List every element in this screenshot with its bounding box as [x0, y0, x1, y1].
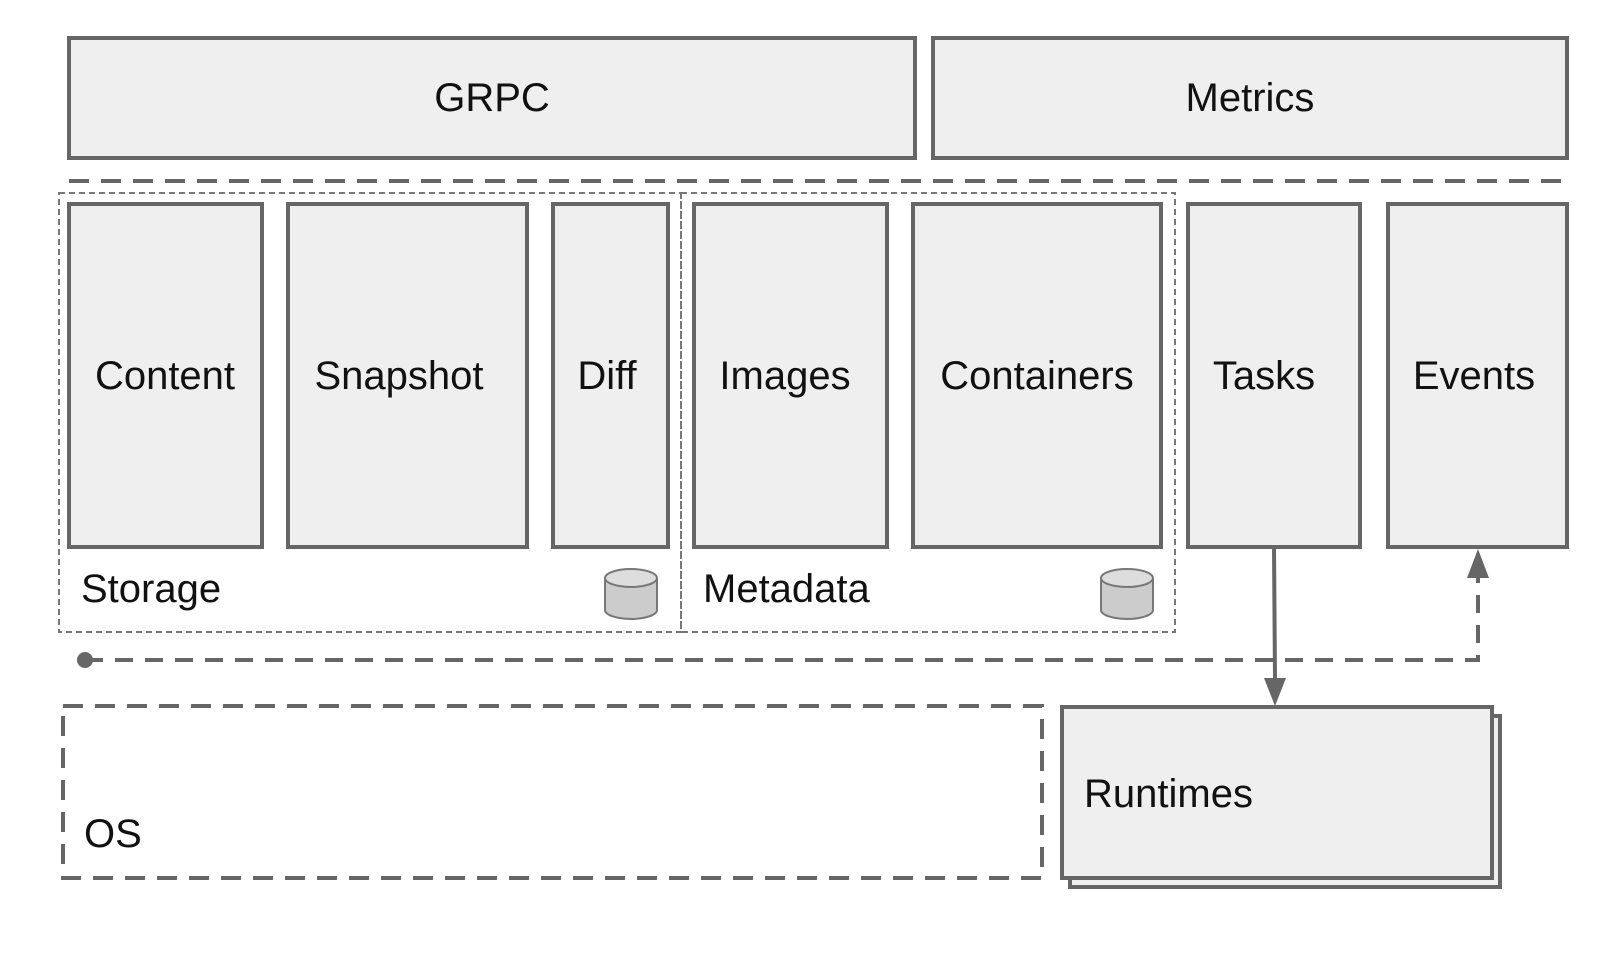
containers-box: Containers — [911, 202, 1163, 549]
runtimes-box: Runtimes — [1060, 705, 1502, 889]
tasks-label: Tasks — [1213, 354, 1315, 398]
content-box: Content — [67, 202, 264, 549]
os-box: OS — [61, 704, 1044, 880]
metadata-group-label: Metadata — [703, 567, 871, 611]
metadata-group — [680, 192, 1176, 633]
runtimes-label: Runtimes — [1084, 772, 1253, 816]
grpc-label: GRPC — [434, 76, 550, 120]
grpc-box: GRPC — [67, 36, 917, 160]
runtimes-arrowhead — [1264, 678, 1286, 706]
content-label: Content — [95, 354, 235, 398]
storage-group-label: Storage — [81, 567, 221, 611]
os-label: OS — [84, 812, 142, 856]
snapshot-label: Snapshot — [314, 354, 483, 398]
events-arrowhead — [1467, 549, 1489, 578]
metrics-label: Metrics — [1186, 76, 1315, 120]
containers-label: Containers — [940, 354, 1133, 398]
metadata-database-icon — [1100, 568, 1154, 620]
storage-group — [58, 192, 682, 633]
events-box: Events — [1386, 202, 1569, 549]
tasks-to-runtimes-line — [1272, 546, 1277, 681]
diff-box: Diff — [551, 202, 670, 549]
events-label: Events — [1413, 354, 1535, 398]
event-flow-line — [85, 578, 1480, 662]
snapshot-box: Snapshot — [286, 202, 529, 549]
diff-label: Diff — [577, 354, 637, 398]
tasks-box: Tasks — [1186, 202, 1362, 549]
runtimes-front-card — [1060, 705, 1494, 880]
metrics-box: Metrics — [931, 36, 1569, 160]
images-box: Images — [692, 202, 889, 549]
images-label: Images — [719, 354, 850, 398]
storage-database-icon — [604, 568, 658, 620]
